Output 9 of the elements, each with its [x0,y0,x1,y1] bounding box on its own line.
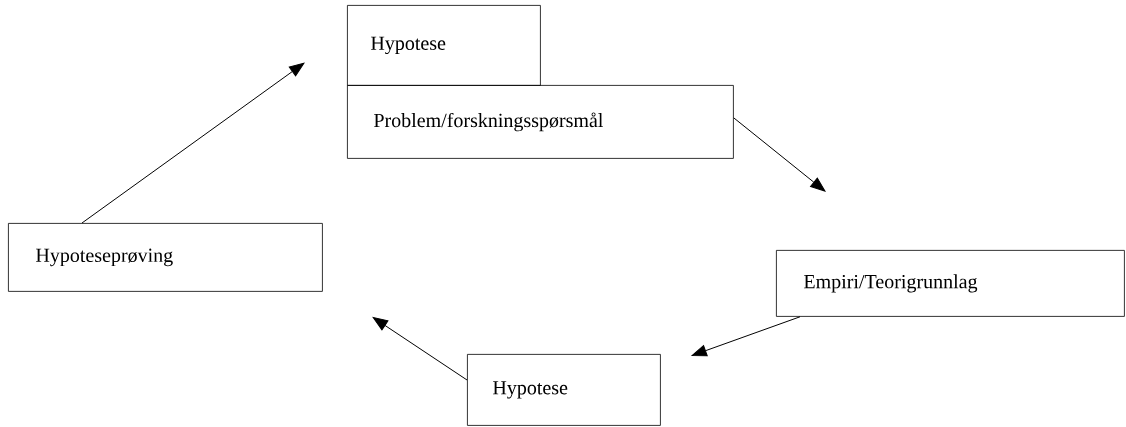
text-box: Hypotese [467,354,661,426]
arrow [372,317,468,381]
arrow [733,117,826,192]
text-box: Problem/forskningsspørsmål [347,85,734,159]
text-box: Empiri/Teorigrunnlag [776,250,1125,317]
arrow [691,316,801,357]
arrow [81,62,305,224]
text-box: Hypoteseprøving [8,223,323,292]
text-box: Hypotese [347,5,541,86]
